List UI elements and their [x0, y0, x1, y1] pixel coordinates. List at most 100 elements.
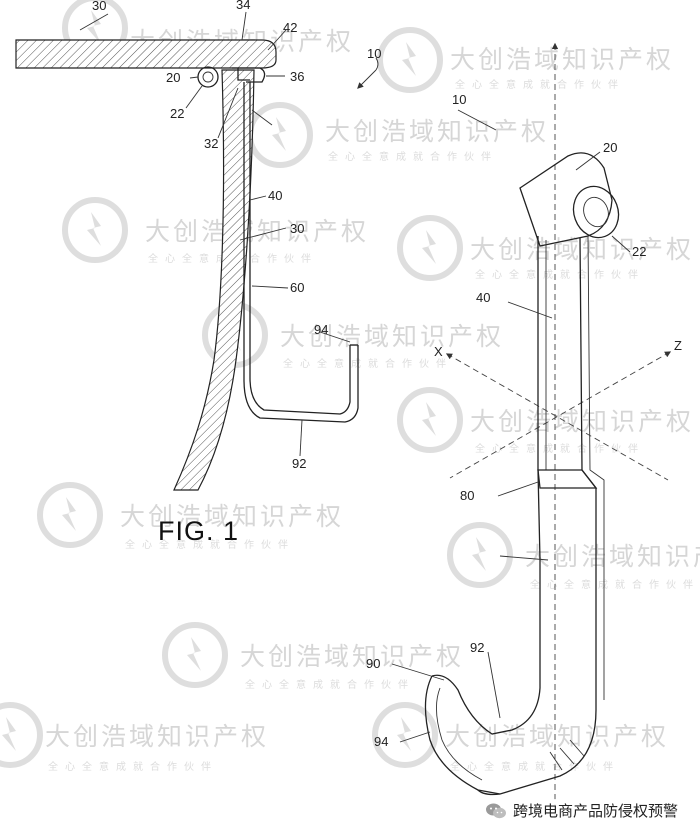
hook-vertical-edge [587, 235, 605, 700]
watermark-text: 大创浩域知识产权 [45, 723, 269, 751]
leader [239, 227, 287, 241]
watermark-logo-icon [0, 702, 43, 768]
clip-tab [232, 67, 266, 83]
rod-end-outer [572, 185, 620, 239]
label-94-fig2: 94 [374, 734, 388, 749]
hook-body-inner [249, 82, 351, 415]
watermark-text: 大创浩域知识产权 [470, 236, 694, 264]
watermark-text: 大创浩域知识产权 [120, 503, 344, 531]
figure-title: FIG. 1 [158, 516, 239, 546]
leader [391, 663, 445, 681]
leader [457, 109, 497, 131]
axis-x [445, 353, 669, 481]
watermark-text: 大创浩域知识产权 [525, 543, 700, 571]
watermark-subtext: 全心全意成就合作伙伴 [475, 268, 645, 281]
watermark-text: 大创浩域知识产权 [145, 218, 369, 246]
watermark-subtext: 全心全意成就合作伙伴 [125, 538, 295, 551]
watermark-text: 大创浩域知识产权 [470, 408, 694, 436]
watermark-logo-icon [377, 27, 443, 93]
label-94-fig1: 94 [314, 322, 328, 337]
leader [251, 285, 289, 289]
rod-cylinder [519, 152, 613, 247]
label-32: 32 [204, 136, 218, 151]
leader [499, 555, 549, 561]
label-10-fig1: 10 [367, 46, 381, 61]
leader [267, 29, 287, 51]
label-20-fig2: 20 [603, 140, 617, 155]
watermark-subtext: 全心全意成就合作伙伴 [283, 357, 453, 370]
watermark-logo-icon [372, 702, 438, 768]
rod-inner [202, 71, 214, 83]
label-30: 30 [92, 0, 106, 13]
watermark-logo-icon [162, 622, 228, 688]
label-34: 34 [236, 0, 250, 12]
label-36: 36 [290, 69, 304, 84]
axis-z [449, 351, 672, 479]
leader [299, 419, 303, 457]
leader [79, 13, 109, 31]
hook-bend [431, 674, 541, 735]
label-40-fig2: 40 [476, 290, 490, 305]
watermark-subtext: 全心全意成就合作伙伴 [328, 150, 498, 163]
leader [375, 57, 379, 71]
watermark-subtext: 全心全意成就合作伙伴 [245, 678, 415, 691]
figure-2-perspective-view: 10 20 22 40 X Z 80 92 90 94 [366, 42, 682, 818]
leader-arrow [357, 69, 377, 89]
leader [497, 481, 539, 497]
label-60: 60 [290, 280, 304, 295]
label-80: 80 [460, 488, 474, 503]
label-92-fig1: 92 [292, 456, 306, 471]
watermark-logo-icon [447, 522, 513, 588]
watermark-text: 大创浩域知识产权 [280, 323, 504, 351]
label-20-fig1: 20 [166, 70, 180, 85]
label-30-lower: 30 [290, 221, 304, 236]
leader [399, 731, 431, 743]
leader [241, 11, 247, 41]
transition-band [537, 469, 598, 489]
watermark-text: 大创浩域知识产权 [325, 118, 549, 146]
watermark-text: 大创浩域知识产权 [445, 723, 669, 751]
leader [319, 331, 351, 343]
watermark-subtext: 全心全意成就合作伙伴 [475, 442, 645, 455]
axis-label-x: X [434, 344, 443, 359]
label-42: 42 [283, 20, 297, 35]
label-92-fig2: 92 [470, 640, 484, 655]
leader [185, 85, 203, 109]
curved-panel [173, 69, 255, 491]
watermark-subtext: 全心全意成就合作伙伴 [530, 578, 700, 591]
label-22-fig1: 22 [170, 106, 184, 121]
watermark-logo-icon [62, 197, 128, 263]
watermark-subtext: 全心全意成就合作伙伴 [450, 760, 620, 773]
watermark-subtext: 全心全意成就合作伙伴 [48, 760, 218, 773]
leader [217, 87, 239, 139]
source-text: 跨境电商产品防侵权预警 [512, 802, 678, 820]
hook-tip-inner [436, 687, 483, 781]
hook-body [243, 82, 359, 423]
axis-label-z: Z [674, 338, 682, 353]
hook-bend-ridges [549, 739, 585, 771]
leader [487, 651, 501, 719]
hook-tip-loop [424, 675, 501, 795]
leader [249, 195, 267, 201]
watermark-logo-icon [247, 102, 313, 168]
leader [575, 151, 601, 171]
top-rail [15, 39, 277, 69]
hook-bend-outer [477, 709, 597, 796]
leader [251, 109, 273, 126]
label-90: 90 [366, 656, 380, 671]
hook-vertical-body [537, 236, 541, 688]
rod-outer [197, 66, 219, 88]
wechat-icon [485, 803, 506, 818]
watermark-text: 大创浩域知识产权 [450, 46, 674, 74]
clip-inner [237, 68, 250, 81]
watermark-subtext: 全心全意成就合作伙伴 [455, 78, 625, 91]
leader [611, 235, 631, 253]
watermark-text: 大创浩域知识产权 [240, 643, 464, 671]
leader [189, 76, 199, 79]
source-footer: 跨境电商产品防侵权预警 [480, 799, 682, 822]
figure-1-side-view: 30 34 42 10 20 36 22 32 40 30 60 94 92 F… [15, 0, 381, 546]
leader [507, 301, 553, 319]
rod-end-inner [583, 196, 609, 228]
